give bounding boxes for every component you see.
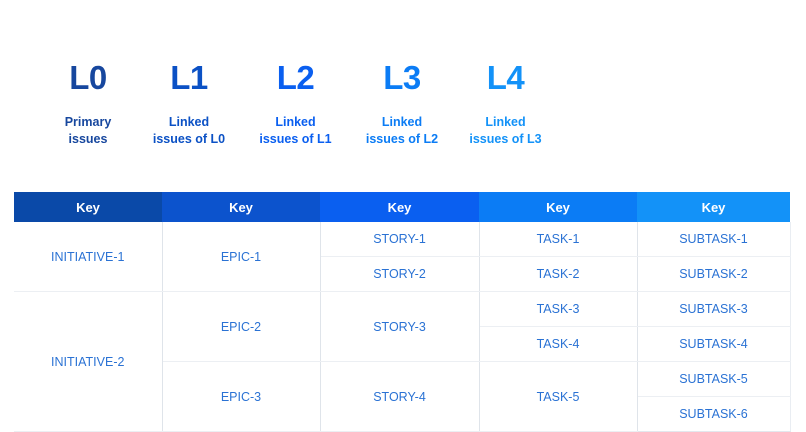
column-header-key-0: Key <box>14 192 162 222</box>
level-code-l2: L2 <box>276 59 315 96</box>
table-row: SUBTASK-6 <box>14 396 791 432</box>
issue-cell[interactable]: INITIATIVE-2 <box>14 291 163 432</box>
issue-cell[interactable]: SUBTASK-3 <box>637 291 791 327</box>
issue-cell[interactable]: EPIC-2 <box>162 291 321 362</box>
issue-cell[interactable]: STORY-2 <box>320 256 480 292</box>
level-description-l1: Linked issues of L0 <box>152 115 226 146</box>
issue-cell[interactable]: TASK-2 <box>479 256 638 292</box>
level-code-l4: L4 <box>486 59 525 96</box>
column-header-key-2: Key <box>320 192 479 222</box>
issue-cell[interactable]: TASK-5 <box>479 361 638 432</box>
issue-cell[interactable]: STORY-4 <box>320 361 480 432</box>
issue-cell[interactable]: SUBTASK-6 <box>637 396 791 432</box>
level-description-l4: Linked issues of L3 <box>469 115 542 146</box>
issue-cell[interactable]: SUBTASK-2 <box>637 256 791 292</box>
level-description-l3: Linked issues of L2 <box>365 115 439 146</box>
level-code-l0: L0 <box>69 59 107 96</box>
issue-cell[interactable]: SUBTASK-5 <box>637 361 791 397</box>
column-header-key-1: Key <box>162 192 320 222</box>
issue-cell[interactable]: STORY-3 <box>320 291 480 362</box>
level-code-l1: L1 <box>170 59 208 96</box>
issue-cell[interactable]: INITIATIVE-1 <box>14 222 163 292</box>
column-header-key-3: Key <box>479 192 637 222</box>
issue-cell[interactable]: TASK-4 <box>479 326 638 362</box>
issue-cell[interactable]: EPIC-1 <box>162 222 321 292</box>
issue-cell[interactable]: SUBTASK-4 <box>637 326 791 362</box>
issue-cell[interactable]: TASK-3 <box>479 291 638 327</box>
issue-cell[interactable]: STORY-1 <box>320 222 480 257</box>
level-description-l2: Linked issues of L1 <box>259 115 332 146</box>
column-header-key-4: Key <box>637 192 790 222</box>
issue-cell[interactable]: EPIC-3 <box>162 361 321 432</box>
level-description-l0: Primary issues <box>64 115 112 146</box>
issue-cell[interactable]: TASK-1 <box>479 222 638 257</box>
level-code-l3: L3 <box>383 59 421 96</box>
issue-cell[interactable]: SUBTASK-1 <box>637 222 791 257</box>
